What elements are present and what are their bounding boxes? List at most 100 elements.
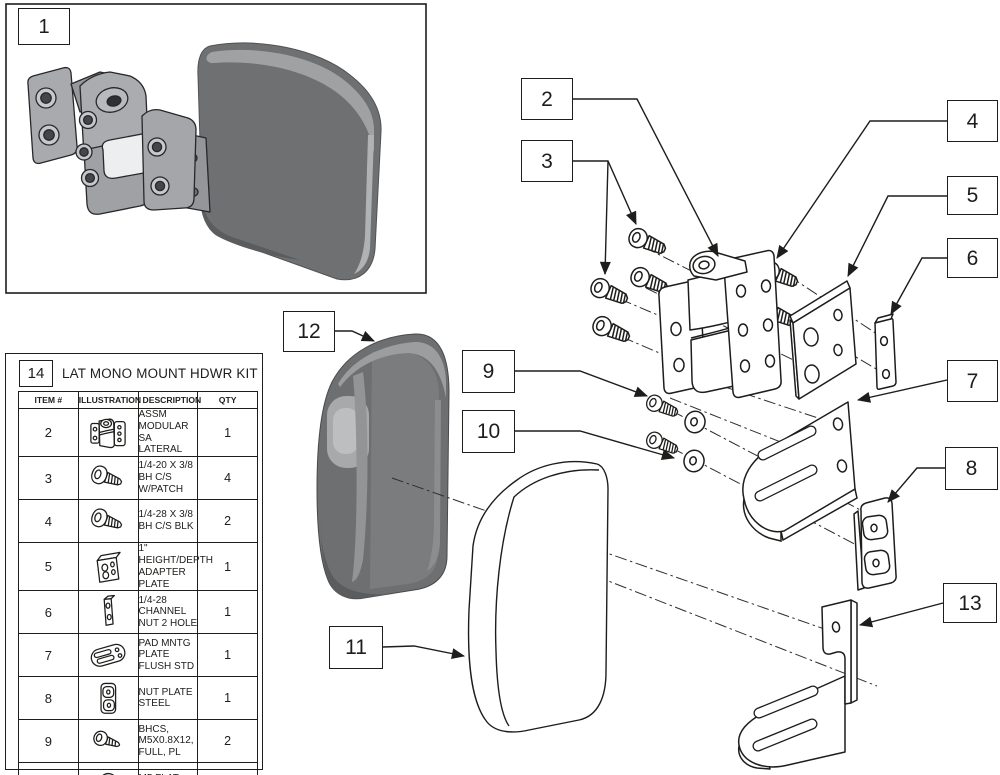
callout-2-label: 2: [541, 87, 553, 111]
assembled-view: [5, 3, 427, 294]
part-qty: 1: [197, 590, 258, 635]
callout-3-label: 3: [541, 149, 553, 173]
callout-13-label: 13: [958, 591, 982, 615]
part-description: 1/4-28 CHANNEL NUT 2 HOLE: [137, 590, 199, 635]
parts-table-row: 8 NUT PLATE STEEL 1: [18, 676, 258, 721]
modular-lateral-hinge-part: [658, 249, 782, 399]
adapter-plate-icon: [87, 548, 129, 586]
part-illustration: [77, 762, 139, 775]
parts-table-row: 7 PAD MNTG PLATE FLUSH STD 1: [18, 633, 258, 678]
callout-4: 4: [947, 100, 998, 142]
part-qty: 1: [197, 676, 258, 721]
leader-11: [382, 645, 466, 660]
leader-2: [573, 98, 719, 257]
part-description: ASSM MODULAR SA LATERAL: [137, 407, 199, 458]
part-description: 1/4-28 X 3/8 BH C/S BLK: [137, 499, 199, 544]
nut-plate-icon: [87, 679, 129, 717]
pad-shell-part: [467, 460, 609, 733]
parts-list: ITEM # ILLUSTRATION DESCRIPTION QTY 2 AS…: [18, 391, 258, 775]
callout-2: 2: [521, 78, 573, 120]
leader-3a: [573, 160, 637, 226]
part-description: NUT PLATE STEEL: [137, 676, 199, 721]
callout-6-label: 6: [966, 246, 979, 270]
part-description: 1/4-20 X 3/8 BH C/S W/PATCH: [137, 456, 199, 501]
leader-9: [515, 370, 649, 397]
part-qty: 2: [197, 719, 258, 764]
callout-8-label: 8: [965, 457, 978, 480]
callout-5-label: 5: [966, 184, 979, 207]
screws-m5: [643, 392, 681, 459]
part-description: 1" HEIGHT/DEPTH ADAPTER PLATE: [137, 542, 213, 592]
part-item-number: 7: [18, 633, 79, 678]
part-item-number: 10: [18, 762, 79, 775]
lateral-pad-part: [316, 333, 450, 600]
callout-11-label: 11: [345, 636, 367, 659]
callout-3: 3: [521, 140, 573, 182]
kit-number-box: 14: [19, 360, 53, 387]
part-qty: 2: [197, 762, 258, 775]
kit-number: 14: [27, 365, 45, 382]
part-qty: 2: [197, 499, 258, 544]
callout-5: 5: [947, 176, 998, 215]
leader-13: [858, 602, 944, 628]
callout-leader-lines: [335, 98, 948, 660]
screws-quarter-20: [587, 225, 672, 348]
leader-6: [890, 257, 947, 315]
column-illustration: ILLUSTRATION: [77, 391, 141, 409]
channel-nut-icon: [87, 593, 129, 631]
leader-8: [887, 467, 945, 503]
callout-7: 7: [947, 360, 998, 402]
part-item-number: 3: [18, 456, 79, 501]
part-description: BHCS, M5X0.8X12, FULL, PL: [137, 719, 199, 764]
callout-8: 8: [945, 447, 998, 490]
leader-5: [847, 195, 947, 277]
callout-9-label: 9: [482, 360, 495, 383]
part-illustration: [77, 590, 139, 635]
part-illustration: [77, 542, 139, 592]
parts-table-row: 5 1" HEIGHT/DEPTH ADAPTER PLATE 1: [18, 542, 258, 592]
part-illustration: [77, 719, 139, 764]
part-description: PAD MNTG PLATE FLUSH STD: [137, 633, 199, 678]
part-qty: 1: [197, 542, 258, 592]
callout-10: 10: [462, 410, 515, 453]
callout-12: 12: [283, 311, 335, 352]
nut-plate-part: [853, 497, 897, 591]
parts-table-row: 9 BHCS, M5X0.8X12, FULL, PL 2: [18, 719, 258, 764]
callout-12-label: 12: [297, 320, 321, 343]
button-head-screw-icon: [87, 459, 129, 497]
leader-12: [335, 330, 376, 342]
callout-10-label: 10: [476, 420, 501, 443]
parts-table-row: 10 M5 FLAT WASHER 2: [18, 762, 258, 775]
channel-nut-part: [874, 313, 897, 390]
slotted-plate-icon: [87, 636, 129, 674]
assembled-hinge: [27, 66, 211, 215]
part-item-number: 8: [18, 676, 79, 721]
column-item-number: ITEM #: [18, 391, 79, 409]
parts-table-row: 3 1/4-20 X 3/8 BH C/S W/PATCH 4: [18, 456, 258, 501]
part-illustration: [77, 407, 139, 458]
flat-washers: [681, 408, 708, 475]
part-illustration: [77, 633, 139, 678]
callout-11: 11: [329, 626, 383, 669]
adapter-plate-part: [789, 280, 857, 400]
parts-table-row: 4 1/4-28 X 3/8 BH C/S BLK 2: [18, 499, 258, 544]
parts-table-row: 2 ASSM MODULAR SA LATERAL 1: [18, 407, 258, 458]
column-qty: QTY: [197, 391, 258, 409]
part-item-number: 6: [18, 590, 79, 635]
part-item-number: 5: [18, 542, 79, 592]
leader-7: [856, 379, 948, 403]
parts-table-header: 14 LAT MONO MOUNT HDWR KIT: [6, 354, 262, 391]
pad-mounting-plate-part: [742, 401, 858, 542]
leader-3b: [599, 160, 611, 276]
part-illustration: [77, 456, 139, 501]
offset-pad-mount-part: [737, 599, 858, 770]
parts-table-row: 6 1/4-28 CHANNEL NUT 2 HOLE 1: [18, 590, 258, 635]
callout-13: 13: [943, 583, 997, 623]
parts-table-columns: ITEM # ILLUSTRATION DESCRIPTION QTY: [18, 391, 258, 409]
flat-washer-icon: [87, 765, 129, 775]
part-qty: 1: [197, 633, 258, 678]
parts-table: 14 LAT MONO MOUNT HDWR KIT ITEM # ILLUST…: [5, 353, 263, 775]
kit-title: LAT MONO MOUNT HDWR KIT: [62, 366, 258, 381]
